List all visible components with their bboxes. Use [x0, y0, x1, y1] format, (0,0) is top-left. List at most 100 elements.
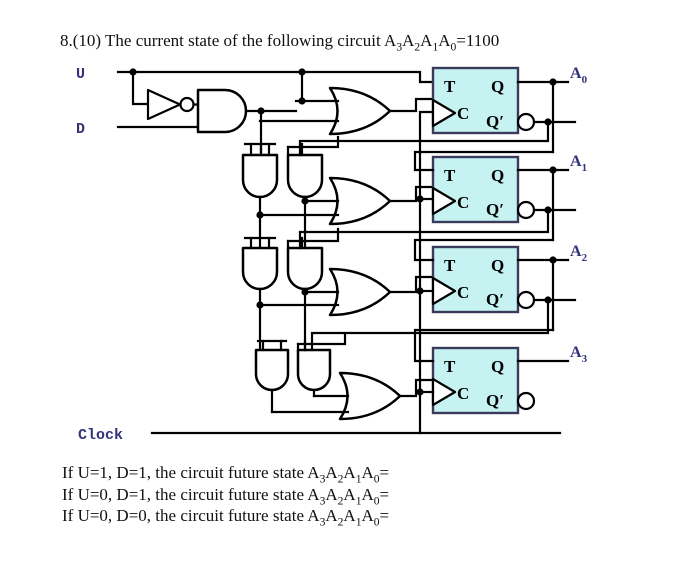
or-gate-0 [258, 86, 435, 136]
ff-a3-group[interactable] [431, 346, 570, 415]
answer-3-m1: A [325, 506, 338, 525]
or-gate-3-body [338, 371, 402, 421]
answer-line-2: If U=0, D=1, the circuit future state A3… [62, 484, 682, 507]
answer-1-m3: A [361, 463, 374, 482]
wire-u-branch-right [300, 70, 435, 84]
output-label-a3: A3 [570, 344, 588, 365]
ff-a3-qbar-label: Q′ [486, 391, 504, 410]
input-label-clock: Clock [78, 427, 123, 444]
junction-clock-ff2 [416, 287, 424, 295]
or-gate-3-out [398, 378, 435, 398]
junction-or0-in-a [298, 97, 306, 105]
ff-a2-group[interactable] [431, 245, 577, 314]
junction-ff-a0-qbar [544, 118, 552, 126]
answer-1-m1: A [325, 463, 338, 482]
question-value: =1100 [456, 31, 500, 50]
not-gate [146, 88, 200, 121]
and-gate-3b [296, 339, 332, 398]
ff-a0-clock-triangle [431, 98, 457, 128]
ff-a3-qbar-bubble [516, 391, 536, 411]
answer-3-m2: A [343, 506, 356, 525]
answer-3-m3: A [361, 506, 374, 525]
ff-a1-c-label: C [457, 193, 469, 212]
output-label-a1-base: A [570, 153, 582, 170]
answer-3-prefix: If U=0, D=0, the circuit future state A [62, 506, 320, 525]
not-gate-bubble [179, 96, 195, 113]
wire-and2b-feedback [286, 227, 340, 243]
junction-and0-out [257, 107, 265, 115]
answer-1-suffix: = [379, 463, 390, 482]
output-label-a1-sub: 1 [582, 162, 588, 174]
answer-1-sub3: 3 [319, 472, 326, 486]
and-gate-0 [196, 88, 298, 134]
answer-1-sub2: 2 [337, 472, 344, 486]
answer-2-m2: A [343, 484, 356, 504]
answer-3-suffix: = [379, 506, 390, 525]
ff-a2-qbar-bubble [516, 290, 536, 310]
ff-a3-box [431, 346, 520, 415]
wire-ff0-qbar-feedback [298, 120, 550, 157]
or-gate-0-body [328, 86, 392, 136]
junction-clock-ff3 [416, 388, 424, 396]
output-label-a0: A0 [570, 65, 588, 86]
wire-u-to-inverter [131, 70, 148, 106]
ff-a1-group[interactable] [431, 155, 577, 224]
and-gate-3a-body [254, 348, 290, 392]
or-gate-1-out [388, 185, 435, 203]
input-label-d: D [76, 121, 85, 138]
wire-ff2-q-bus [413, 328, 555, 363]
ff-a1-qbar-bubble [516, 200, 536, 220]
junction-clock-ff1 [416, 195, 424, 203]
or-gate-0-out [388, 97, 435, 113]
or-gate-1 [258, 176, 435, 226]
ff-a1-clock-triangle [431, 186, 457, 216]
wire-clock-to-ff0 [418, 110, 435, 435]
answer-2-prefix: If U=0, D=1, the circuit future state A [62, 484, 320, 504]
output-label-a2-sub: 2 [582, 252, 588, 264]
ff-a2-q-label: Q [491, 256, 504, 275]
and-gate-2b-body [286, 246, 324, 291]
answer-line-1: If U=1, D=1, the circuit future state A3… [62, 462, 682, 486]
and-gate-2a-body [241, 246, 279, 291]
junction-u-tap [129, 68, 137, 76]
and-gate-3b-body [296, 348, 332, 392]
ff-a2-c-label: C [457, 283, 469, 302]
ff-a0-c-label: C [457, 104, 469, 123]
or-gate-2 [258, 267, 435, 317]
wire-ff2-qbar-feedback [310, 298, 550, 352]
ff-a0-t-label: T [444, 77, 456, 96]
answer-line-3: If U=0, D=0, the circuit future state A3… [62, 505, 682, 529]
question-number: 8.(10) [60, 31, 102, 50]
wire-ff0-q-bus [413, 150, 555, 172]
answer-2-sub1: 1 [355, 493, 362, 507]
output-label-a1: A1 [570, 153, 587, 174]
output-label-a2-base: A [570, 243, 582, 260]
ff-a3-q-label: Q [491, 357, 504, 376]
ff-a0-qbar-label: Q′ [486, 112, 504, 131]
junction-u-right [298, 68, 306, 76]
answer-lines: If U=1, D=1, the circuit future state A3… [62, 462, 682, 529]
answer-2-sub0: 0 [373, 493, 380, 507]
ff-a3-t-label: T [444, 357, 456, 376]
page-title: 8.(10) The current state of the followin… [60, 31, 500, 54]
answer-3-sub0: 0 [373, 515, 380, 529]
ff-a0-q-label: Q [491, 77, 504, 96]
answer-3-sub3: 3 [319, 515, 326, 529]
or-gate-2-body [328, 267, 392, 317]
output-label-a0-sub: 0 [582, 74, 588, 86]
answer-2-m3: A [361, 484, 374, 504]
ff-a0-group[interactable] [431, 66, 577, 135]
and-gate-0-body [196, 88, 248, 134]
wire-ff1-qbar-feedback [298, 208, 550, 250]
question-sub-3: 3 [396, 40, 403, 54]
answer-2-sub2: 2 [337, 493, 344, 507]
or-gate-3 [270, 371, 435, 421]
question-sub-2: 2 [414, 40, 421, 54]
ff-a0-box [431, 66, 520, 135]
output-label-a2: A2 [570, 243, 588, 264]
wire-and3b-feedback [296, 332, 347, 346]
and-gate-1b [286, 142, 324, 203]
ff-a1-t-label: T [444, 166, 456, 185]
answer-1-prefix: If U=1, D=1, the circuit future state A [62, 463, 320, 482]
